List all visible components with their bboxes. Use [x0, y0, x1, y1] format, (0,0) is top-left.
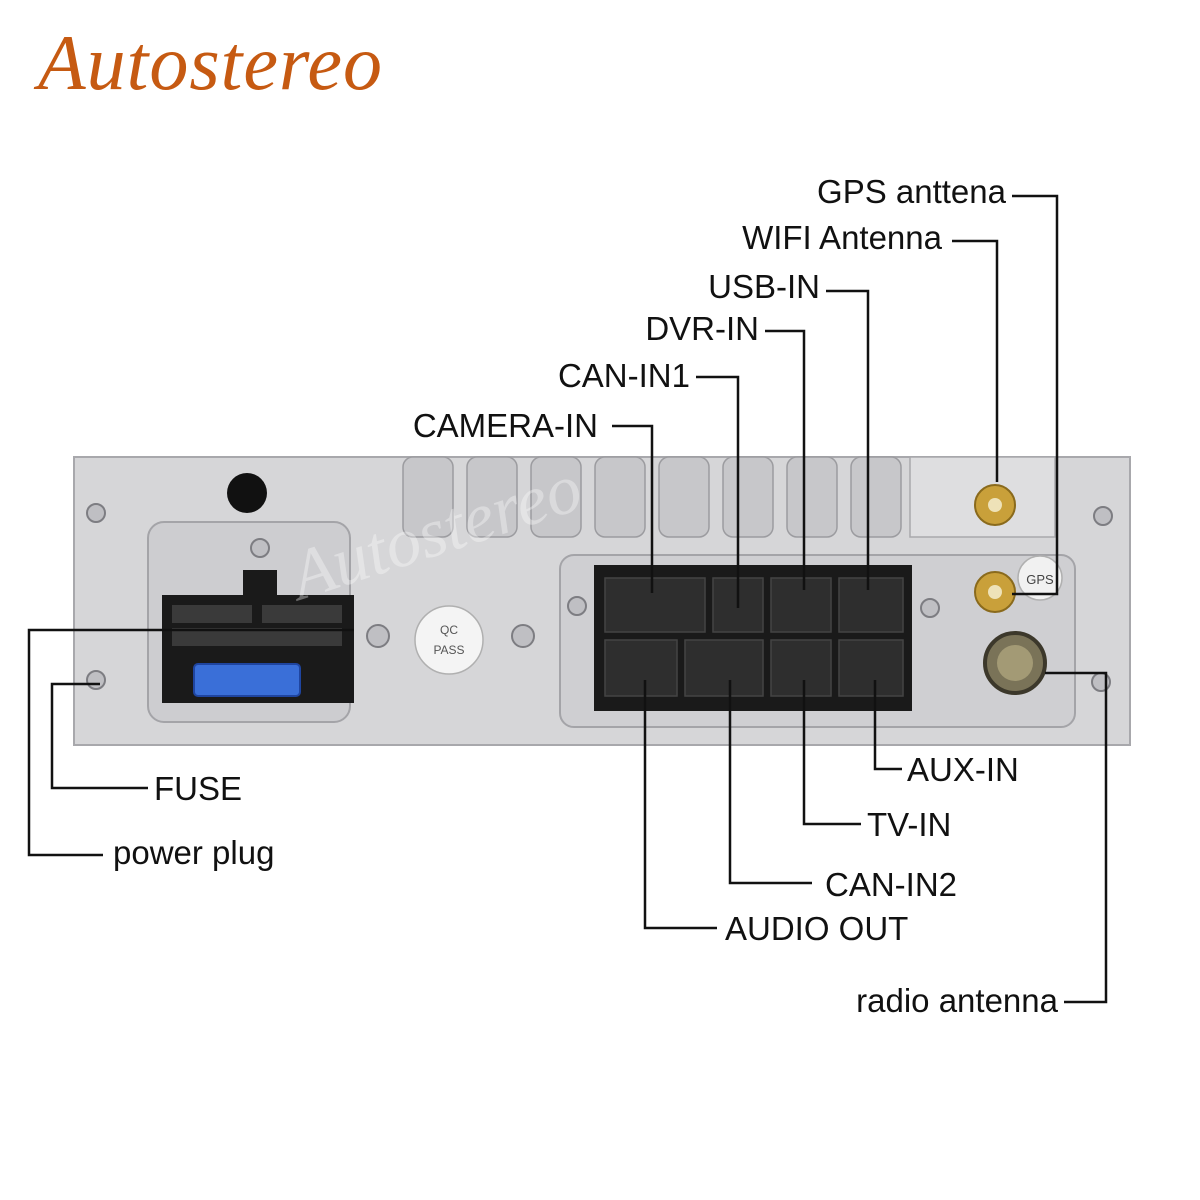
- leader-usb-in: [826, 289, 870, 590]
- label-can-in1: CAN-IN1: [558, 357, 690, 394]
- leader-aux-in: [873, 680, 902, 771]
- leader-tv-in: [802, 680, 861, 826]
- label-gps-antenna: GPS anttena: [817, 173, 1007, 210]
- pass-text: PASS: [433, 643, 464, 657]
- leader-gps-antenna: [1012, 194, 1059, 596]
- gps-tag-text: GPS: [1026, 572, 1054, 587]
- heatsink-fins: [402, 456, 902, 538]
- power-plug-connector: [162, 570, 354, 703]
- fuse-icon: [193, 663, 301, 697]
- leader-wifi-antenna: [952, 239, 999, 482]
- callout-labels: GPS anttena WIFI Antenna USB-IN DVR-IN C…: [113, 173, 1059, 1019]
- label-tv-in: TV-IN: [867, 806, 951, 843]
- leader-can-in1: [696, 375, 740, 608]
- label-aux-in: AUX-IN: [907, 751, 1019, 788]
- label-dvr-in: DVR-IN: [645, 310, 759, 347]
- label-fuse: FUSE: [154, 770, 242, 807]
- leader-radio-antenna: [1045, 671, 1108, 1004]
- gps-antenna-connector: GPS: [974, 555, 1063, 613]
- multi-connector-block: [594, 565, 912, 711]
- label-can-in2: CAN-IN2: [825, 866, 957, 903]
- wifi-antenna-connector: [974, 484, 1016, 526]
- label-wifi-antenna: WIFI Antenna: [742, 219, 943, 256]
- screw-icon: [920, 598, 940, 618]
- screw-icon: [567, 596, 587, 616]
- screw-icon: [511, 624, 535, 648]
- leader-dvr-in: [765, 329, 806, 590]
- qc-pass-sticker: QC PASS: [414, 605, 484, 675]
- screw-icon: [1093, 506, 1113, 526]
- screw-icon: [250, 538, 270, 558]
- brand-logo: Autostereo: [38, 19, 384, 106]
- leader-lines: [27, 194, 1108, 1004]
- label-audio-out: AUDIO OUT: [725, 910, 908, 947]
- screw-icon: [86, 670, 106, 690]
- screw-icon: [86, 503, 106, 523]
- screw-icon: [366, 624, 390, 648]
- leader-fuse: [50, 682, 148, 790]
- label-radio-antenna: radio antenna: [856, 982, 1058, 1019]
- leader-audio-out: [643, 680, 717, 930]
- leader-power-plug: [27, 628, 354, 857]
- screw-icon: [1091, 672, 1111, 692]
- radio-antenna-connector: [983, 631, 1047, 695]
- leader-can-in2: [728, 680, 812, 885]
- label-power-plug: power plug: [113, 834, 274, 871]
- mount-hole: [227, 473, 267, 513]
- label-camera-in: CAMERA-IN: [413, 407, 598, 444]
- label-usb-in: USB-IN: [708, 268, 820, 305]
- qc-text: QC: [440, 623, 458, 637]
- leader-camera-in: [612, 424, 654, 593]
